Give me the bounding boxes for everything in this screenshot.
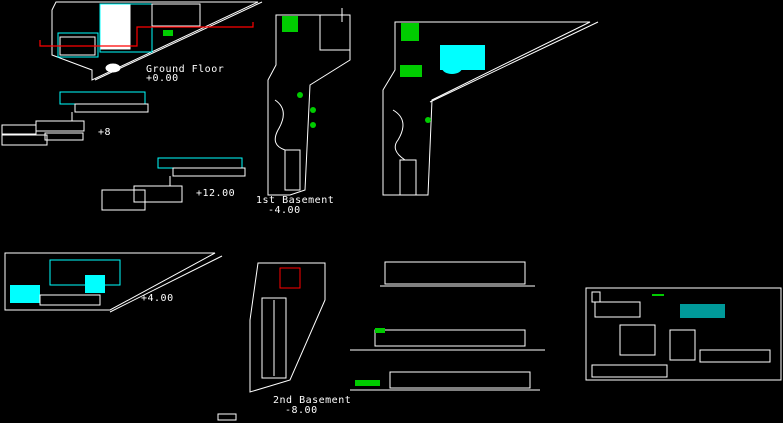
first-basement-label: 1st Basement [256,195,335,206]
first-basement-level: -4.00 [268,205,301,216]
ground-floor-label: Ground Floor [146,64,225,75]
second-basement-level: -8.00 [285,405,318,416]
second-basement-label: 2nd Basement [273,395,352,406]
level-12-label: +12.00 [196,188,236,199]
level-4-plan [4,252,223,313]
drawing-sheet [585,287,782,381]
ground-floor-plan [39,1,263,81]
level-8-label: +8 [98,127,112,138]
ground-floor-level: +0.00 [146,73,179,84]
scale-bar [217,413,237,421]
level-4-label: +4.00 [141,293,174,304]
first-basement-plan [267,8,351,196]
second-basement-plan [249,262,326,393]
elevations [350,261,545,391]
site-plan [382,21,599,196]
level-8-plan [1,91,149,146]
level-12-plan [101,157,246,211]
